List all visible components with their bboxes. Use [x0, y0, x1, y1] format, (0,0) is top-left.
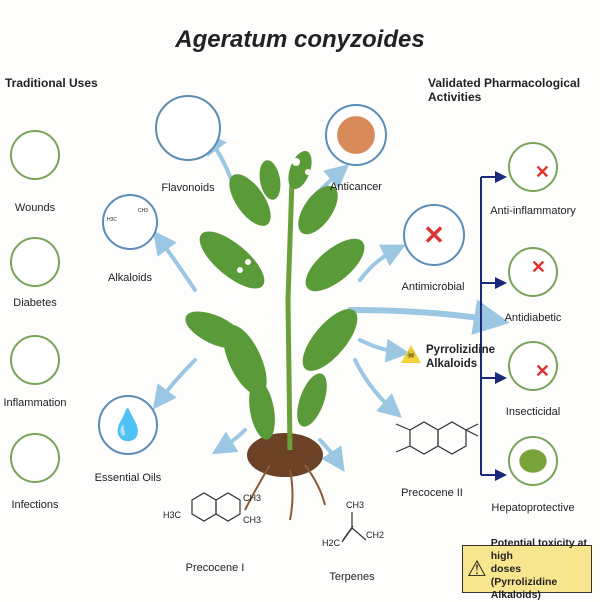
validated-activity-label: Hepatoprotective: [491, 502, 575, 514]
water-drop-icon: 💧: [98, 395, 158, 455]
formula-text: H2C: [322, 538, 341, 548]
warning-text: Potential toxicity at high doses (Pyrrol…: [491, 537, 587, 602]
cancer-cell-icon: [325, 104, 387, 166]
flame-icon: [10, 335, 60, 385]
flavonoids-label: Flavonoids: [161, 182, 215, 194]
precocene-ii-structure: [395, 421, 479, 455]
traditional-uses-heading: Traditional Uses: [5, 76, 98, 90]
validated-activity-label: Insecticidal: [505, 406, 561, 418]
formula-text: CH3: [138, 208, 149, 214]
pyrrolizidine-line1: Pyrrolizidine: [426, 344, 496, 356]
formula-text: H3C: [107, 217, 118, 223]
formula-text: CH2: [366, 530, 385, 540]
alkaloids-label: Alkaloids: [107, 272, 153, 284]
activity-bracket: [480, 171, 507, 481]
warning-line1: Potential toxicity at high: [490, 536, 588, 562]
cell-blocked-icon: ✕: [508, 142, 558, 192]
validated-activity-label: Antidiabetic: [504, 312, 562, 324]
page-title: Ageratum conyzoides: [175, 26, 425, 53]
precocene-ii-label: Precocene II: [401, 487, 463, 499]
formula-text: CH3: [243, 493, 262, 503]
formula-text: CH3: [346, 500, 365, 510]
flow-arrows: [152, 130, 510, 472]
plant-illustration: [185, 150, 365, 521]
formula-text: H3C: [163, 510, 182, 520]
traditional-use-label: Diabetes: [13, 297, 57, 309]
precocene-i-structure: [191, 492, 241, 522]
bacteria-blocked-icon: ✕: [403, 204, 465, 266]
alkaloid-structure-icon: [102, 194, 158, 250]
warning-triangle-icon: ⚠: [467, 556, 487, 581]
flavonoid-structure-icon: [155, 95, 221, 161]
bandage-icon: [10, 130, 60, 180]
formula-text: CH3: [243, 515, 262, 525]
mosquito-blocked-icon: ✕: [508, 341, 558, 391]
traditional-use-label: Inflammation: [3, 397, 67, 409]
traditional-use-label: Wounds: [14, 202, 56, 214]
antimicrobial-label: Antimicrobial: [401, 281, 465, 293]
validated-activities-heading: Validated Pharmacological Activities: [428, 76, 581, 104]
essential-oils-label: Essential Oils: [94, 472, 162, 484]
liver-icon: [508, 436, 558, 486]
pyrrolizidine-line2: Alkaloids: [426, 358, 478, 370]
precocene-i-label: Precocene I: [185, 562, 245, 574]
glucometer-icon: [10, 237, 60, 287]
warning-line2: doses (Pyrrolizidine Alkaloids): [490, 562, 558, 601]
terpenes-label: Terpenes: [329, 571, 375, 583]
validated-activity-label: Anti-inflammatory: [490, 205, 576, 217]
pancreas-blocked-icon: ✕: [508, 247, 558, 297]
terpene-structure: [341, 512, 367, 543]
microbe-icon: [10, 433, 60, 483]
anticancer-label: Anticancer: [330, 181, 382, 193]
traditional-use-label: Infections: [11, 499, 59, 511]
toxicity-warning-box: ⚠ Potential toxicity at high doses (Pyrr…: [462, 537, 592, 601]
